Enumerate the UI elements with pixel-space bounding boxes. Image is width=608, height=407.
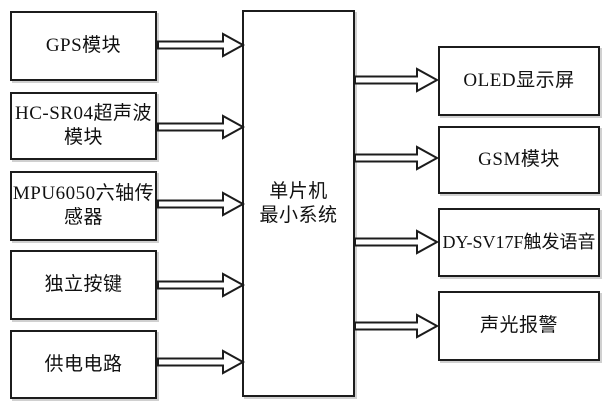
box-independent-keys-label: 独立按键 [44, 274, 123, 296]
arrow-hcsr04-to-mcu [157, 114, 246, 140]
arrow-mcu-to-gsm [354, 145, 440, 171]
arrow-power-to-mcu [157, 349, 246, 375]
arrow-keys-to-mcu [157, 272, 246, 298]
box-independent-keys: 独立按键 [10, 250, 157, 320]
arrow-mcu-to-alarm [354, 313, 440, 339]
arrow-mcu-to-voice [354, 229, 440, 255]
box-mcu-minimal-system: 单片机 最小系统 [242, 10, 355, 397]
arrow-mcu-to-oled [354, 67, 440, 93]
box-sound-light-alarm-label: 声光报警 [479, 315, 558, 337]
box-mpu6050-six-axis-sensor: MPU6050六轴传 感器 [10, 171, 157, 241]
arrow-mpu6050-to-mcu [157, 191, 246, 217]
box-gps-module: GPS模块 [10, 11, 157, 81]
box-power-supply-circuit-label: 供电电路 [44, 353, 123, 375]
box-dysv17f-voice-trigger-label: DY-SV17F触发语音 [442, 232, 596, 253]
box-hcsr04-ultrasonic-module-label: HC-SR04超声波 模块 [15, 103, 152, 148]
box-dysv17f-voice-trigger: DY-SV17F触发语音 [438, 208, 600, 277]
box-gps-module-label: GPS模块 [45, 35, 122, 57]
box-sound-light-alarm: 声光报警 [438, 291, 600, 361]
box-oled-display-label: OLED显示屏 [463, 70, 575, 92]
box-power-supply-circuit: 供电电路 [10, 330, 157, 399]
arrow-gps-to-mcu [157, 32, 246, 58]
box-mpu6050-six-axis-sensor-label: MPU6050六轴传 感器 [12, 183, 155, 228]
box-gsm-module: GSM模块 [438, 126, 600, 194]
box-oled-display: OLED显示屏 [438, 46, 600, 116]
box-gsm-module-label: GSM模块 [478, 149, 560, 171]
box-hcsr04-ultrasonic-module: HC-SR04超声波 模块 [10, 92, 157, 160]
box-mcu-minimal-system-label: 单片机 最小系统 [259, 180, 338, 226]
